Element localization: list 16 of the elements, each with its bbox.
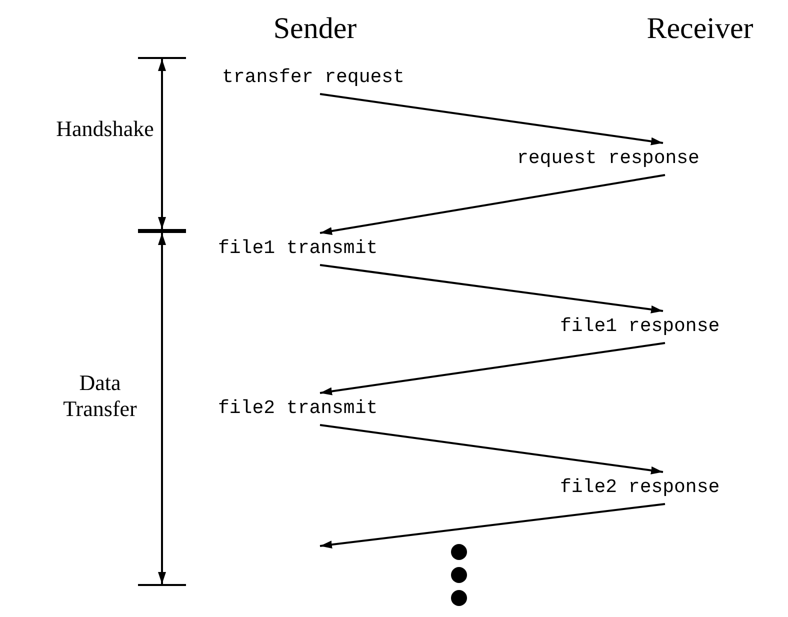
arrow [320,424,664,474]
column-header: Sender [272,12,358,46]
arrow [320,342,666,396]
phase-label: Handshake [55,116,155,142]
column-header: Receiver [646,12,754,46]
message-label: file1 response [560,315,720,337]
message-label: file1 transmit [218,237,378,259]
arrow [320,503,666,549]
message-label: file2 transmit [218,397,378,419]
phase-label: Data Transfer [62,370,138,422]
message-label: request response [517,147,700,169]
arrow [320,93,664,146]
message-label: file2 response [560,476,720,498]
arrow [320,264,664,314]
arrow [320,174,666,235]
message-label: transfer request [222,66,404,88]
